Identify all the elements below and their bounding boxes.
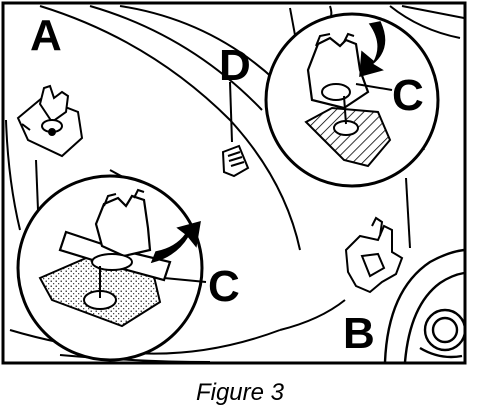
detail-circle-upper [264, 12, 440, 188]
part-d [221, 81, 250, 178]
clip-b [344, 216, 404, 294]
figure-caption: Figure 3 [195, 379, 285, 406]
lower-right-drum [383, 248, 467, 363]
arrow-upper [359, 21, 386, 78]
callout-label-d: D [219, 41, 251, 90]
arrow-lower [150, 220, 201, 264]
callout-label-c-upper: C [392, 71, 424, 120]
callout-label-a: A [30, 11, 62, 60]
callout-label-c-lower: C [208, 262, 240, 311]
detail-circle-lower [16, 174, 207, 362]
callout-label-b: B [343, 309, 375, 358]
clip-a [16, 84, 84, 158]
